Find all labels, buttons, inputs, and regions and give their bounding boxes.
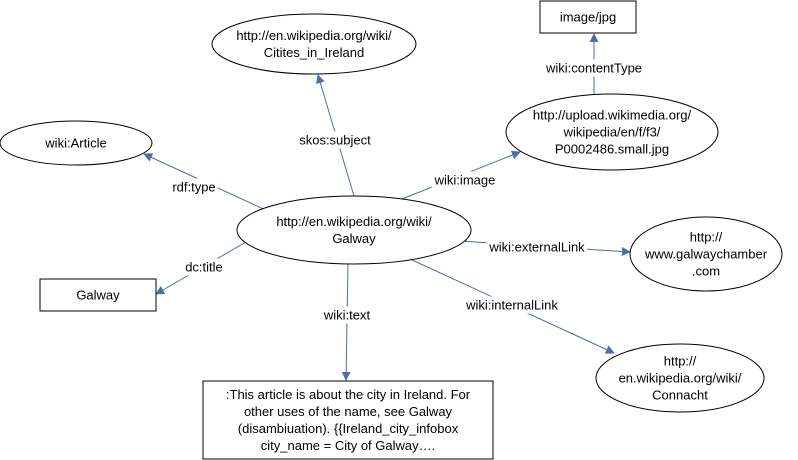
edges-layer: skos:subject wiki:contentType wiki:image rd… — [143, 33, 645, 381]
node-label-line: Galway — [332, 231, 376, 246]
node-wiki-article: wiki:Article — [0, 120, 153, 166]
edge-wiki-externallink: wiki:externalLink — [459, 238, 631, 256]
edge-label-bg — [463, 296, 561, 314]
edge-wiki-image: wiki:image — [401, 150, 521, 200]
node-box — [202, 380, 494, 460]
node-label-line: http:// — [690, 230, 723, 245]
node-label-line: (disambiuation). {{Ireland_city_infobox — [238, 421, 459, 436]
edge-label-bg — [320, 306, 373, 324]
edge-label-bg — [431, 171, 498, 189]
node-connacht: http:// en.wikipedia.org/wiki/Connacht — [595, 343, 765, 413]
node-box — [39, 278, 157, 312]
edge-skos-subject: skos:subject — [297, 74, 374, 197]
node-label-line: Galway — [76, 288, 120, 303]
node-label-line: Citites_in_Ireland — [264, 45, 364, 60]
node-article-text: :This article is about the city in Irela… — [202, 380, 494, 460]
node-label-line: .com — [692, 264, 720, 279]
node-label-line: city_name = City of Galway…. — [261, 438, 435, 453]
edge-wiki-internallink: wiki:internalLink — [409, 258, 615, 354]
node-label-line: http://en.wikipedia.org/wiki/ — [276, 214, 432, 229]
node-label-line: other uses of the name, see Galway — [244, 404, 453, 419]
node-label-line: image/jpg — [560, 10, 616, 25]
node-ellipse — [629, 216, 783, 292]
node-ellipse — [236, 195, 472, 265]
edge-label-bg — [297, 131, 374, 149]
node-upload-image: http://upload.wikimedia.org/wikipedia/en… — [505, 93, 719, 171]
node-label-line: :This article is about the city in Irela… — [226, 387, 471, 402]
edge-label-bg — [486, 238, 588, 256]
edge-label: skos:subject — [299, 133, 371, 148]
edge-dc-title: dc:title — [155, 241, 247, 295]
node-galway-chamber: http:// www.galwaychamber .com — [629, 216, 783, 292]
edge-wiki-contenttype: wiki:contentType — [542, 33, 645, 94]
edge-label-bg — [183, 258, 225, 276]
node-label-line: P0002486.small.jpg — [555, 142, 669, 157]
edge-label: rdf:type — [172, 180, 215, 195]
edge-label: wiki:externalLink — [488, 240, 585, 255]
edge-label-bg — [170, 178, 218, 196]
node-label-line: wiki:Article — [44, 136, 106, 151]
edge-label: wiki:image — [434, 173, 496, 188]
node-label-line: http://en.wikipedia.org/wiki/ — [236, 28, 392, 43]
edge-rdf-type: rdf:type — [143, 153, 271, 213]
node-box — [539, 0, 637, 34]
node-ellipse — [0, 120, 153, 166]
edge-wiki-text: wiki:text — [320, 263, 373, 381]
edge-label: dc:title — [185, 260, 223, 275]
edge-label: wiki:internalLink — [465, 298, 558, 313]
node-cities-ireland: http://en.wikipedia.org/wiki/Citites_in_… — [211, 13, 417, 75]
node-label-line: wikipedia/en/f/f3/ — [563, 125, 661, 140]
node-label-line: Connacht — [652, 388, 708, 403]
node-label-line: http:// — [664, 354, 697, 369]
node-ellipse — [505, 93, 719, 171]
node-galway-page: http://en.wikipedia.org/wiki/Galway — [236, 195, 472, 265]
edge-label-bg — [542, 59, 645, 77]
edge-label: wiki:text — [323, 308, 371, 323]
node-image-jpg: image/jpg — [539, 0, 637, 34]
node-ellipse — [595, 343, 765, 413]
node-label-line: http://upload.wikimedia.org/ — [533, 108, 692, 123]
node-label-line: en.wikipedia.org/wiki/ — [619, 371, 742, 386]
node-galway-title: Galway — [39, 278, 157, 312]
edge-label: wiki:contentType — [545, 61, 642, 76]
node-ellipse — [211, 13, 417, 75]
node-label-line: www.galwaychamber — [644, 247, 768, 262]
